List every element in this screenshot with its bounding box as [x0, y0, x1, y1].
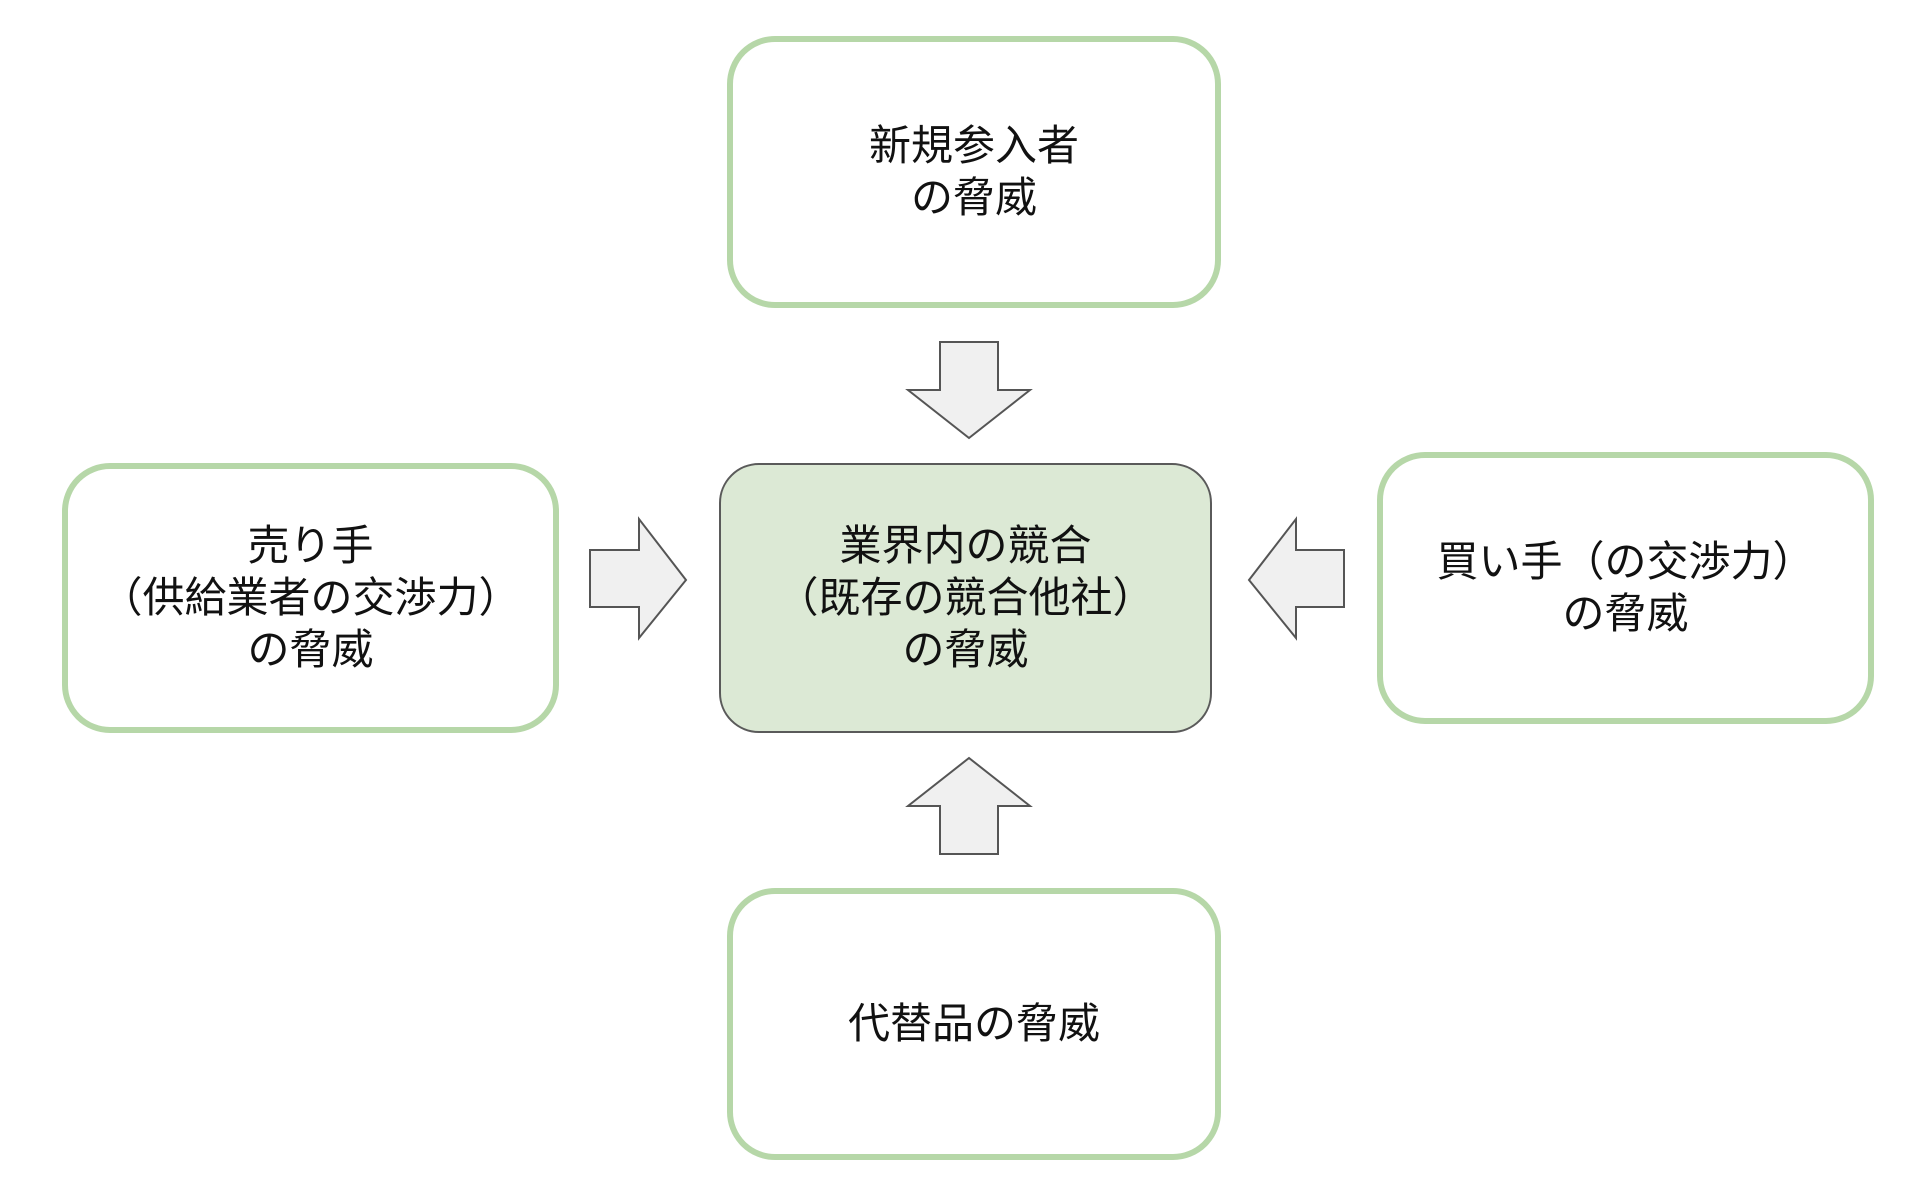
label-line: 売り手 [247, 521, 374, 570]
suppliers-box: 売り手 （供給業者の交渉力） の脅威 [62, 463, 559, 733]
label-line: 新規参入者 [868, 121, 1079, 170]
industry-rivalry-label: 業界内の競合 （既存の競合他社） の脅威 [776, 520, 1154, 676]
label-line: の脅威 [247, 625, 374, 674]
new-entrants-box: 新規参入者 の脅威 [727, 36, 1221, 308]
label-line: （供給業者の交渉力） [100, 573, 521, 622]
label-line: 業界内の競合 [839, 521, 1092, 570]
buyers-label: 買い手（の交渉力） の脅威 [1436, 536, 1814, 640]
new-entrants-label: 新規参入者 の脅威 [869, 120, 1079, 224]
label-line: の脅威 [910, 173, 1037, 222]
arrow-left-icon [1247, 516, 1345, 641]
arrow-right-icon [589, 516, 688, 641]
substitutes-box: 代替品の脅威 [727, 888, 1221, 1160]
industry-rivalry-box: 業界内の競合 （既存の競合他社） の脅威 [719, 463, 1212, 733]
label-line: 買い手（の交渉力） [1436, 537, 1815, 586]
arrow-up-icon [905, 756, 1033, 855]
label-line: （既存の競合他社） [776, 573, 1155, 622]
label-line: の脅威 [902, 625, 1029, 674]
buyers-box: 買い手（の交渉力） の脅威 [1377, 452, 1874, 724]
suppliers-label: 売り手 （供給業者の交渉力） の脅威 [100, 520, 520, 676]
arrow-down-icon [905, 341, 1033, 440]
substitutes-label: 代替品の脅威 [848, 998, 1100, 1050]
label-line: の脅威 [1562, 589, 1689, 638]
label-line: 代替品の脅威 [847, 999, 1100, 1048]
